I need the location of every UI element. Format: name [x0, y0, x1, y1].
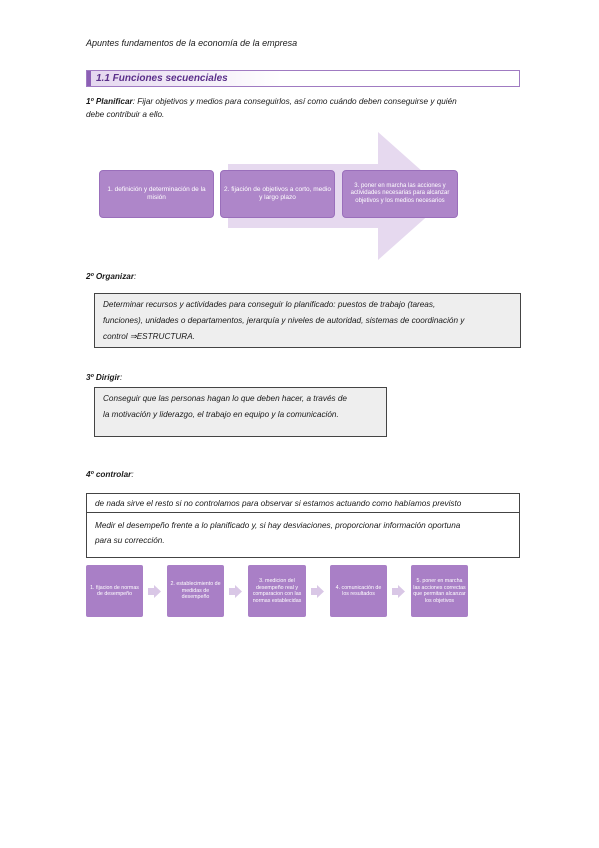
controlar-step-5: 5. poner en marcha las acciones correcta… [411, 565, 468, 617]
controlar-label: 4º controlar [86, 470, 132, 479]
planificar-text-2: debe contribuir a ello. [86, 110, 165, 119]
controlar-box-1: de nada sirve el resto si no controlamos… [86, 493, 520, 513]
controlar-step-1: 1. fijacion de normas de desempeño [86, 565, 143, 617]
organizar-line-1: Determinar recursos y actividades para c… [103, 300, 436, 309]
controlar-step-3: 3. medicion del desempeño real y compara… [248, 565, 306, 617]
dirigir-label: 3º Dirigir [86, 373, 120, 382]
document-header: Apuntes fundamentos de la economía de la… [86, 38, 298, 48]
dirigir-colon: : [119, 373, 123, 382]
step-arrow-icon [148, 585, 161, 598]
controlar-step-4: 4. comunicación de los resultados [330, 565, 387, 617]
dirigir-line-2: la motivación y liderazgo, el trabajo en… [103, 410, 339, 419]
section-title: 1.1 Funciones secuenciales [96, 73, 228, 84]
section-accent-bar [87, 71, 91, 86]
section-heading: 1.1 Funciones secuenciales [86, 70, 520, 87]
planificar-text: : Fijar objetivos y medios para consegui… [132, 97, 457, 106]
organizar-colon: : [134, 272, 137, 281]
dirigir-box: Conseguir que las personas hagan lo que … [94, 387, 387, 437]
organizar-label: 2º Organizar [86, 272, 135, 281]
step-arrow-icon [311, 585, 324, 598]
planificar-paragraph: 1º Planificar: Fijar objetivos y medios … [86, 95, 526, 121]
planificar-step-3: 3. poner en marcha las acciones y activi… [342, 170, 458, 218]
controlar-heading: 4º controlar: [86, 468, 134, 481]
organizar-heading: 2º Organizar: [86, 270, 136, 283]
step-arrow-icon [392, 585, 405, 598]
controlar-line-2: Medir el desempeño frente a lo planifica… [95, 521, 461, 530]
planificar-label: 1º Planificar [86, 97, 133, 106]
controlar-box-2: Medir el desempeño frente a lo planifica… [86, 513, 520, 558]
process-arrow-shape [228, 132, 450, 260]
organizar-box: Determinar recursos y actividades para c… [94, 293, 521, 348]
step-arrow-icon [229, 585, 242, 598]
controlar-line-1: de nada sirve el resto si no controlamos… [95, 499, 462, 508]
dirigir-heading: 3º Dirigir: [86, 371, 122, 384]
planificar-step-1: 1. definición y determinación de la misi… [99, 170, 214, 218]
organizar-line-2: funciones), unidades o departamentos, je… [103, 316, 465, 325]
organizar-line-3: control ⇒ESTRUCTURA. [103, 332, 195, 341]
controlar-step-2: 2. establecimiento de medidas de desempe… [167, 565, 224, 617]
dirigir-line-1: Conseguir que las personas hagan lo que … [103, 394, 347, 403]
process-arrow-graphic [228, 132, 450, 260]
controlar-colon: : [131, 470, 134, 479]
controlar-line-3: para su corrección. [95, 536, 165, 545]
planificar-step-2: 2. fijación de objetivos a corto, medio … [220, 170, 335, 218]
